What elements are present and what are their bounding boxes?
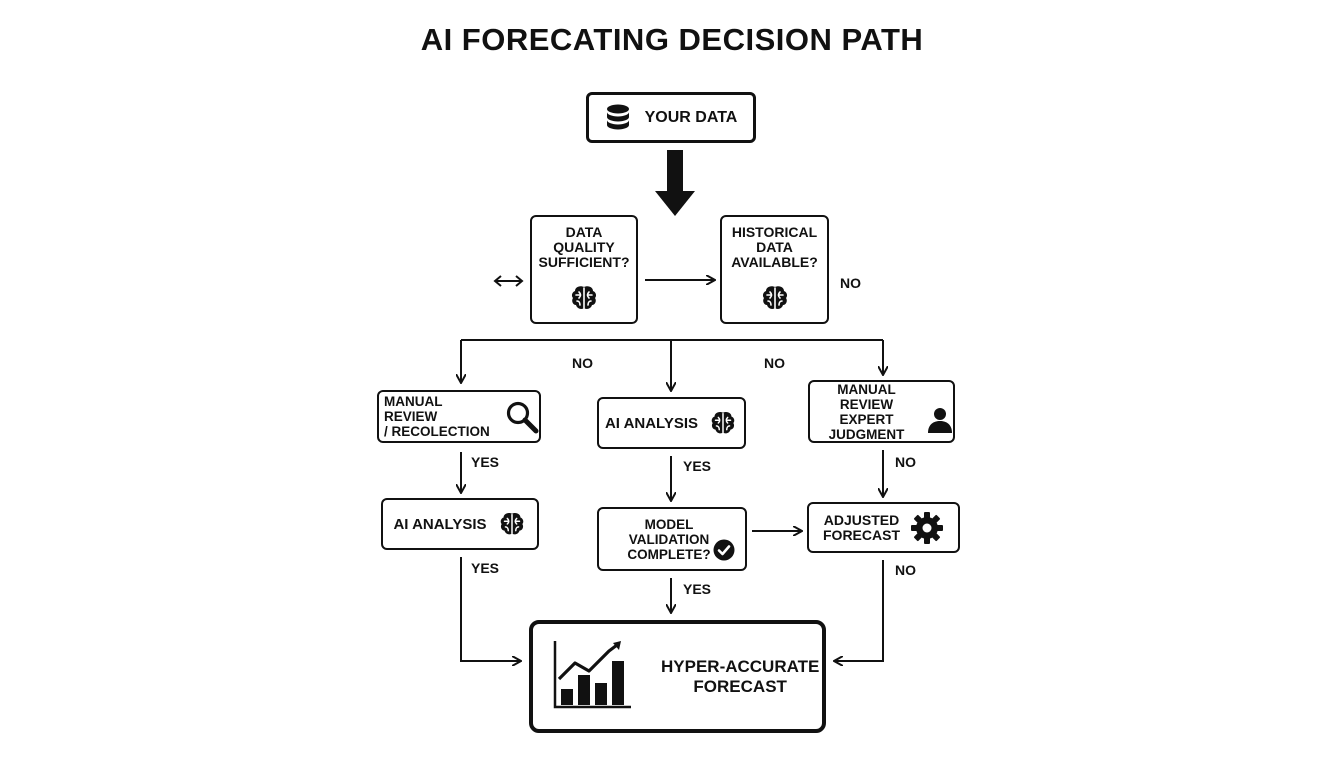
node-expert-line-3: JUDGMENT	[828, 426, 905, 442]
node-manual-review-expert: MANUAL REVIEW EXPERT JUDGMENT	[808, 380, 955, 443]
label-no-branch-right: NO	[764, 355, 785, 371]
label-no-right-2: NO	[895, 562, 916, 578]
database-icon	[605, 103, 631, 133]
node-validation-line-2: VALIDATION	[628, 531, 710, 547]
node-adjusted-line-1: ADJUSTED	[823, 511, 900, 528]
node-hyper-line-1: HYPER-ACCURATE	[661, 656, 820, 676]
brain-icon	[568, 282, 600, 314]
node-model-validation: MODEL VALIDATION COMPLETE?	[597, 507, 747, 571]
label-no-branch-left: NO	[572, 355, 593, 371]
node-historical-data-line-2: DATA	[756, 239, 793, 255]
node-ai-analysis-center-label: AI ANALYSIS	[604, 414, 699, 432]
node-data-quality-line-3: SUFFICIENT?	[538, 254, 630, 270]
node-adjusted-line-2: FORECAST	[823, 526, 900, 543]
chart-icon	[551, 640, 633, 713]
node-hyper-line-2: FORECAST	[693, 676, 787, 696]
node-adjusted-forecast: ADJUSTED FORECAST	[807, 502, 960, 553]
node-expert-line-1: MANUAL REVIEW	[837, 381, 896, 412]
label-yes-left-2: YES	[471, 560, 500, 576]
gear-icon	[910, 511, 944, 545]
node-manual-review-line-2: / RECOLECTION	[384, 424, 490, 439]
node-your-data-label: YOUR DATA	[644, 109, 738, 126]
node-ai-analysis-center: AI ANALYSIS	[597, 397, 746, 449]
node-ai-analysis-left: AI ANALYSIS	[381, 498, 539, 550]
node-manual-review-recollection: MANUAL REVIEW / RECOLECTION	[377, 390, 541, 443]
node-ai-analysis-left-label: AI ANALYSIS	[393, 515, 487, 533]
node-data-quality-line-1: DATA	[565, 224, 603, 240]
node-data-quality: DATA QUALITY SUFFICIENT?	[530, 215, 638, 324]
big-down-arrow	[667, 150, 683, 192]
node-historical-data-line-1: HISTORICAL	[731, 224, 818, 240]
node-validation-line-1: MODEL	[644, 516, 694, 532]
node-expert-line-2: EXPERT	[839, 411, 894, 427]
node-historical-data-line-3: AVAILABLE?	[731, 254, 818, 270]
node-manual-review-line-1: MANUAL REVIEW	[384, 394, 443, 424]
node-validation-line-3: COMPLETE?	[627, 546, 711, 562]
brain-icon	[708, 408, 738, 438]
brain-icon	[497, 509, 527, 539]
label-no-right-1: NO	[895, 454, 916, 470]
label-no-historical: NO	[840, 275, 861, 291]
diagram-title: AI FORECATING DECISION PATH	[420, 22, 924, 57]
node-your-data: YOUR DATA	[586, 92, 756, 143]
big-down-arrow-head	[655, 191, 695, 216]
node-historical-data: HISTORICAL DATA AVAILABLE?	[720, 215, 829, 324]
node-data-quality-line-2: QUALITY	[553, 239, 615, 255]
brain-icon	[759, 282, 791, 314]
node-hyper-accurate-forecast: HYPER-ACCURATE FORECAST	[529, 620, 826, 733]
label-yes-center-2: YES	[683, 581, 712, 597]
label-yes-left-1: YES	[471, 454, 500, 470]
person-icon	[927, 407, 953, 433]
label-yes-center-1: YES	[683, 458, 712, 474]
magnifier-icon	[505, 400, 539, 434]
check-circle-icon	[713, 539, 735, 561]
